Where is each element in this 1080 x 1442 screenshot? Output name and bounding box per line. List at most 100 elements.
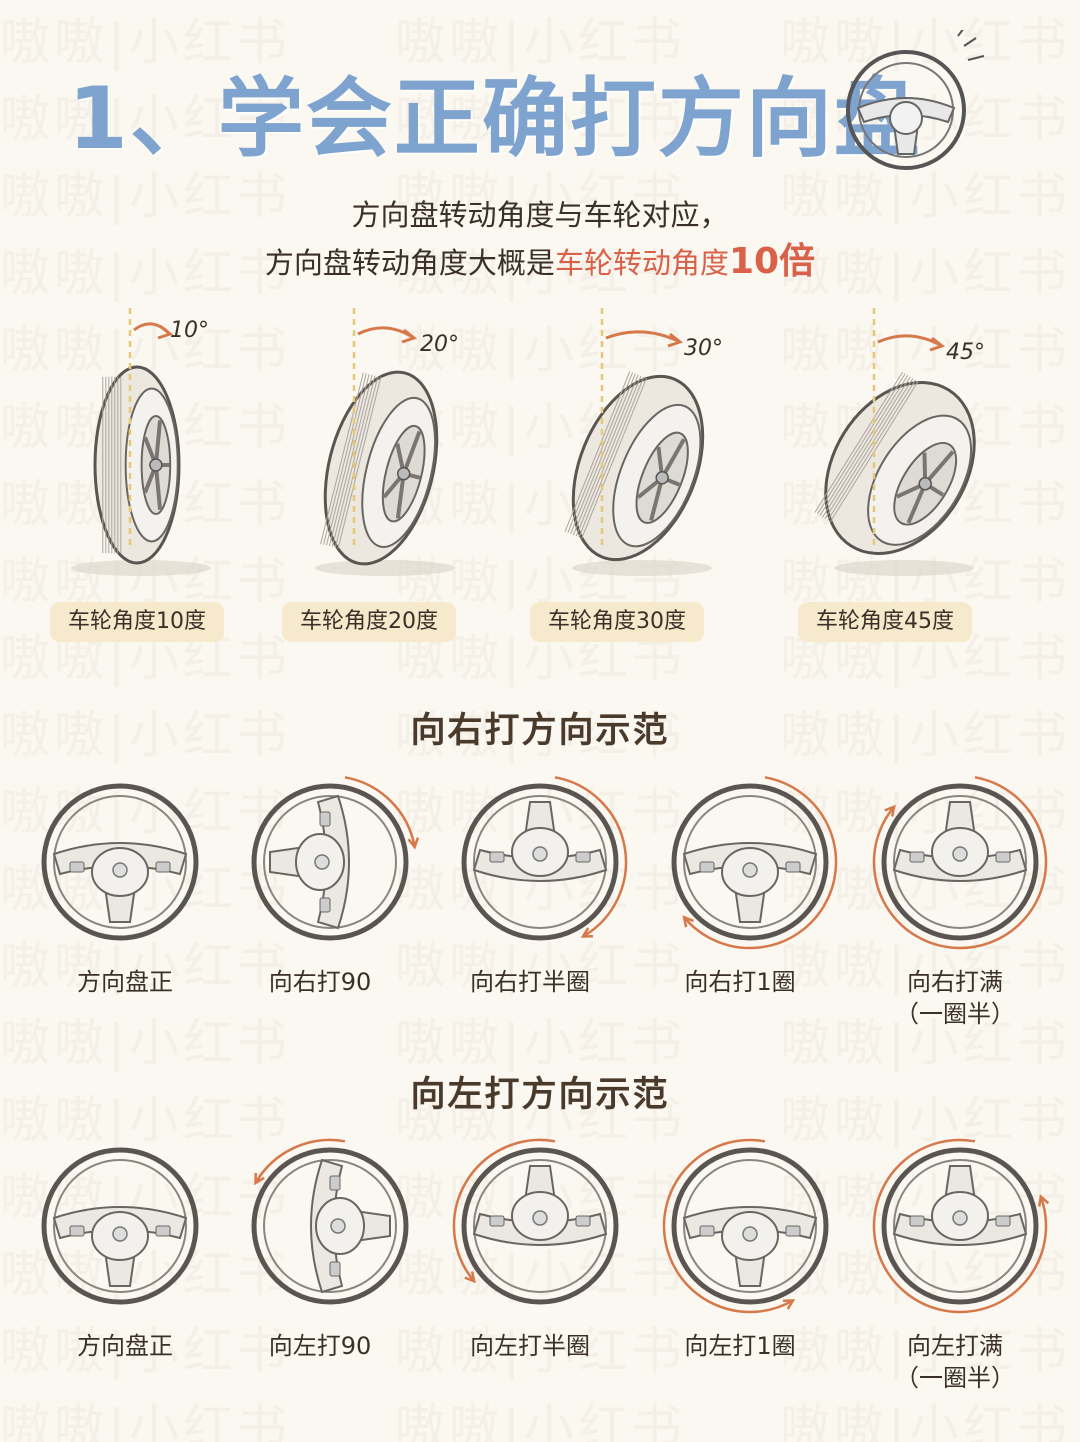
- tire-shadow: [834, 560, 974, 576]
- wheel-spokes: [310, 1158, 391, 1294]
- steering-wheel-illustration: [452, 1138, 619, 1305]
- watermark-text: 嗷嗷|小红书: [0, 1399, 291, 1442]
- rotation-arrow-icon: [254, 1138, 346, 1184]
- wheel-caption: 向左打90: [220, 1330, 420, 1362]
- steering-wheel-left-2: [450, 1136, 630, 1316]
- rotation-arrow-icon: [877, 334, 943, 348]
- wheel-caption-line1: 向右打半圈: [470, 968, 590, 996]
- wheel-spokes: [472, 801, 608, 882]
- wheel-caption: 向左打半圈: [430, 1330, 630, 1362]
- tire-caption: 车轮角度30度: [530, 602, 704, 642]
- steering-wheel-illustration: [662, 1138, 829, 1314]
- tire-caption: 车轮角度45度: [798, 602, 972, 642]
- wheel-caption-line1: 向左打半圈: [470, 1332, 590, 1360]
- watermark-text: 嗷嗷|小红书: [780, 1399, 1071, 1442]
- tire-body: [814, 371, 976, 556]
- steering-wheel-illustration: [671, 776, 838, 950]
- rotation-arrow-icon: [554, 776, 628, 938]
- tire-45: 45°: [808, 300, 1058, 660]
- wheel-caption: 方向盘正: [25, 966, 225, 998]
- wheel-caption: 向右打1圈: [640, 966, 840, 998]
- watermark-text: 嗷嗷|小红书: [0, 1014, 291, 1072]
- subtitle-line2: 方向盘转动角度大概是车轮转动角度10倍: [0, 232, 1080, 284]
- steering-wheel-right-3: [660, 772, 840, 952]
- steering-wheel-left-4: [870, 1136, 1050, 1316]
- watermark-text: 嗷嗷|小红书: [395, 1399, 686, 1442]
- subtitle-number: 10倍: [728, 241, 816, 282]
- subtitle-highlight: 车轮转动角度: [554, 246, 729, 280]
- wheel-caption-line1: 向右打1圈: [684, 968, 796, 996]
- wheel-caption-line1: 向左打满: [907, 1332, 1003, 1360]
- tire-illustration: [814, 308, 976, 576]
- wheel-spokes: [472, 1165, 608, 1246]
- subtitle-prefix: 方向盘转动角度大概是: [264, 246, 555, 280]
- tire-illustration: [315, 308, 455, 576]
- rotation-arrow-icon: [683, 776, 838, 950]
- wheel-spokes: [52, 842, 188, 923]
- rotation-arrow-icon: [452, 1138, 556, 1283]
- wheel-spokes: [682, 842, 818, 923]
- steering-wheel-left-3: [660, 1136, 840, 1316]
- page-title: 1、学会正确打方向盘: [68, 69, 922, 169]
- wheel-caption-line1: 方向盘正: [77, 968, 173, 996]
- steering-wheel-illustration: [41, 783, 199, 941]
- wheel-spokes: [52, 1206, 188, 1287]
- steering-wheel-illustration: [872, 1138, 1050, 1314]
- steering-wheel-illustration: [41, 1147, 199, 1305]
- rotation-arrow-icon: [872, 776, 1048, 950]
- wheel-caption: 向左打满 （一圈半）: [855, 1330, 1055, 1394]
- steering-wheel-right-4: [870, 772, 1050, 952]
- rotation-arrow-icon: [662, 1138, 794, 1314]
- steering-wheel-icon: [846, 30, 985, 170]
- subtitle-line1: 方向盘转动角度与车轮对应，: [351, 198, 729, 232]
- wheel-caption: 向右打满 （一圈半）: [855, 966, 1055, 1030]
- steering-wheel-illustration: [461, 776, 628, 941]
- wheel-caption-line1: 向右打90: [268, 968, 372, 996]
- steering-wheel-right-2: [450, 772, 630, 952]
- wheel-spokes: [269, 794, 350, 930]
- tire-angle-label: 20°: [420, 332, 459, 357]
- steering-wheel-illustration: [872, 776, 1048, 950]
- tire-20: 20°: [296, 300, 546, 660]
- tire-shadow: [315, 560, 455, 576]
- wheel-spokes: [892, 801, 1028, 882]
- steering-wheel-illustration: [251, 776, 420, 941]
- steering-wheel-left-0: [30, 1136, 210, 1316]
- right-section-title: 向右打方向示范: [410, 711, 670, 751]
- tire-caption: 车轮角度10度: [50, 602, 224, 642]
- tire-angle-label: 10°: [170, 318, 209, 343]
- steering-wheel-right-1: [240, 772, 420, 952]
- steering-wheel-illustration: [251, 1138, 409, 1305]
- tire-angle-label: 30°: [684, 336, 723, 361]
- tire-body: [320, 370, 439, 566]
- wheel-caption-line1: 向右打满: [907, 968, 1003, 996]
- rotation-arrow-icon: [344, 776, 416, 848]
- steering-wheel-left-1: [240, 1136, 420, 1316]
- watermark-text: 嗷嗷|小红书: [395, 1014, 686, 1072]
- rotation-arrow-icon: [605, 330, 681, 344]
- wheel-caption-line1: 方向盘正: [77, 1332, 173, 1360]
- steering-wheel-right-0: [30, 772, 210, 952]
- tire-caption: 车轮角度20度: [282, 602, 456, 642]
- tire-10: 10°: [40, 300, 290, 660]
- tire-illustration: [71, 308, 211, 576]
- wheel-caption-line1: 向左打1圈: [684, 1332, 796, 1360]
- wheel-spokes: [892, 1165, 1028, 1246]
- tire-shadow: [572, 560, 712, 576]
- wheel-caption: 向右打半圈: [430, 966, 630, 998]
- tire-body: [93, 365, 181, 565]
- wheel-caption-line2: （一圈半）: [895, 1000, 1015, 1028]
- tire-body: [564, 371, 705, 562]
- wheel-caption: 向右打90: [220, 966, 420, 998]
- wheel-caption: 方向盘正: [25, 1330, 225, 1362]
- wheel-caption-line2: （一圈半）: [895, 1364, 1015, 1392]
- tire-shadow: [71, 560, 211, 576]
- wheel-caption-line1: 向左打90: [268, 1332, 372, 1360]
- tire-30: 30°: [548, 300, 798, 660]
- rotation-arrow-icon: [872, 1138, 1048, 1314]
- tire-illustration: [564, 308, 712, 576]
- wheel-caption: 向左打1圈: [640, 1330, 840, 1362]
- wheel-spokes: [682, 1206, 818, 1287]
- left-section-title: 向左打方向示范: [410, 1075, 670, 1115]
- tire-angle-label: 45°: [946, 340, 985, 365]
